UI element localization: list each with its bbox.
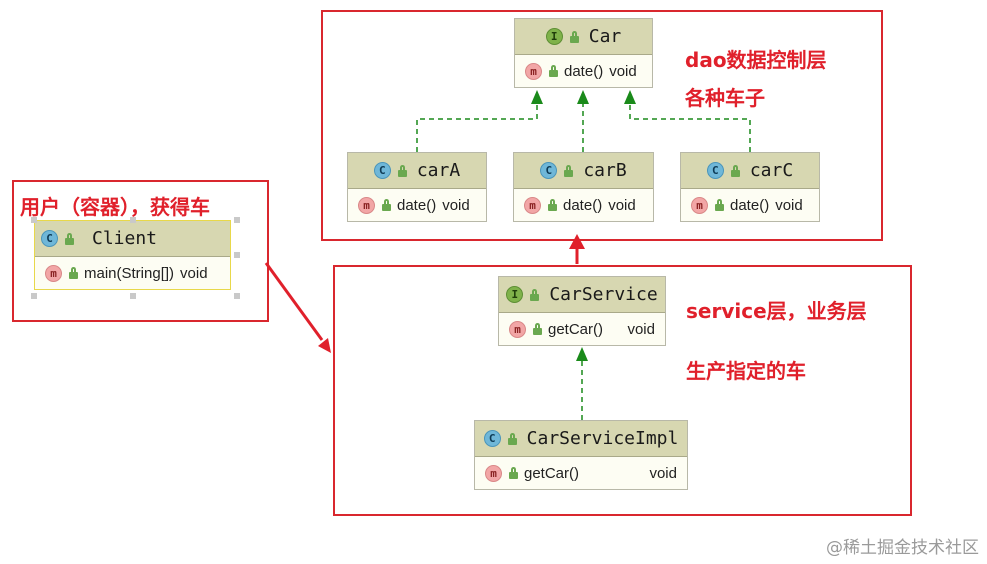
method-row[interactable]: m getCar() void [475,457,687,489]
method-signature: main(String[]) [84,264,175,282]
public-lock-icon [381,199,391,211]
dao-layer-frame [321,10,883,241]
class-client[interactable]: C Client m main(String[]) void [34,220,231,290]
class-carServiceImpl-header: C CarServiceImpl [475,421,687,457]
class-car[interactable]: I Car m date() void [514,18,653,88]
selection-handle[interactable] [234,252,240,258]
public-lock-icon [569,30,579,43]
public-lock-icon [548,65,558,77]
method-row[interactable]: m date() void [681,189,819,221]
selection-handle[interactable] [31,293,37,299]
method-icon: m [691,196,708,214]
interface-icon: I [506,286,524,303]
selection-handle[interactable] [130,217,136,223]
method-return-type: void [627,320,655,338]
class-carA[interactable]: C carA m date() void [347,152,487,222]
method-signature: date() [730,196,770,214]
class-carC-header: C carC [681,153,819,189]
class-name: carA [416,160,461,181]
method-signature: date() [563,196,603,214]
class-name: carB [583,160,627,181]
service-layer-subtitle: 生产指定的车 [686,359,806,383]
realization-carC-car [629,92,751,152]
dependency-client-service [264,262,324,341]
public-lock-icon [563,164,574,177]
public-lock-icon [508,467,518,479]
class-carService-header: I CarService [499,277,665,313]
public-lock-icon [507,432,517,445]
class-carB[interactable]: C carB m date() void [513,152,654,222]
client-frame [12,180,269,322]
method-signature: getCar() [548,320,604,338]
arrowhead-service-dao [569,234,585,249]
watermark: @稀土掘金技术社区 [826,538,979,558]
dao-layer-title: dao数据控制层 [685,48,827,72]
method-return-type: void [775,196,803,214]
arrowhead-impl-service [576,347,588,361]
method-icon: m [45,264,62,282]
method-row[interactable]: m date() void [348,189,486,221]
method-icon: m [524,196,541,214]
class-name: Client [92,228,158,249]
public-lock-icon [529,288,540,301]
class-icon: C [706,162,724,179]
method-signature: date() [564,62,604,80]
method-return-type: void [180,264,208,282]
method-signature-group: getCar() void [524,465,677,482]
method-return-type: void [608,196,636,214]
realization-carA-car [416,92,538,152]
service-layer-frame [333,265,912,516]
arrowhead-carC-car [624,90,636,104]
class-name: CarServiceImpl [526,428,679,449]
public-lock-icon [397,164,407,177]
class-name: CarService [549,284,658,305]
dao-layer-subtitle: 各种车子 [685,86,765,110]
public-lock-icon [714,199,724,211]
arrowhead-client-service [318,338,331,353]
client-note: 用户（容器），获得车 [20,195,210,219]
selection-handle[interactable] [130,293,136,299]
method-return-type: void [649,464,677,482]
class-carC[interactable]: C carC m date() void [680,152,820,222]
class-car-header: I Car [515,19,652,55]
class-icon: C [373,162,391,179]
arrowhead-carA-car [531,90,543,104]
class-name: carC [749,160,794,181]
interface-icon: I [545,28,563,45]
class-client-header: C Client [35,221,230,257]
class-carService[interactable]: I CarService m getCar() void [498,276,666,346]
class-icon: C [540,162,558,179]
method-row[interactable]: m getCar() void [499,313,665,345]
method-return-type: void [609,62,637,80]
method-return-type: void [442,196,470,214]
public-lock-icon [64,232,74,245]
arrowhead-carB-car [577,90,589,104]
class-carA-header: C carA [348,153,486,189]
method-signature-group: getCar() void [548,321,655,338]
class-carServiceImpl[interactable]: C CarServiceImpl m getCar() void [474,420,688,490]
method-icon: m [525,62,542,80]
method-signature: date() [397,196,437,214]
method-row[interactable]: m main(String[]) void [35,257,230,289]
class-carB-header: C carB [514,153,653,189]
class-name: Car [588,26,622,47]
public-lock-icon [532,323,542,335]
method-signature: getCar() [524,464,580,482]
method-icon: m [509,320,526,338]
public-lock-icon [730,164,740,177]
selection-handle[interactable] [31,217,37,223]
public-lock-icon [68,267,78,279]
method-row[interactable]: m date() void [515,55,652,87]
method-row[interactable]: m date() void [514,189,653,221]
method-icon: m [358,196,375,214]
class-icon: C [483,430,501,447]
class-icon: C [41,230,58,247]
public-lock-icon [547,199,557,211]
selection-handle[interactable] [234,293,240,299]
method-icon: m [485,464,502,482]
selection-handle[interactable] [234,217,240,223]
service-layer-title: service层，业务层 [686,299,867,323]
